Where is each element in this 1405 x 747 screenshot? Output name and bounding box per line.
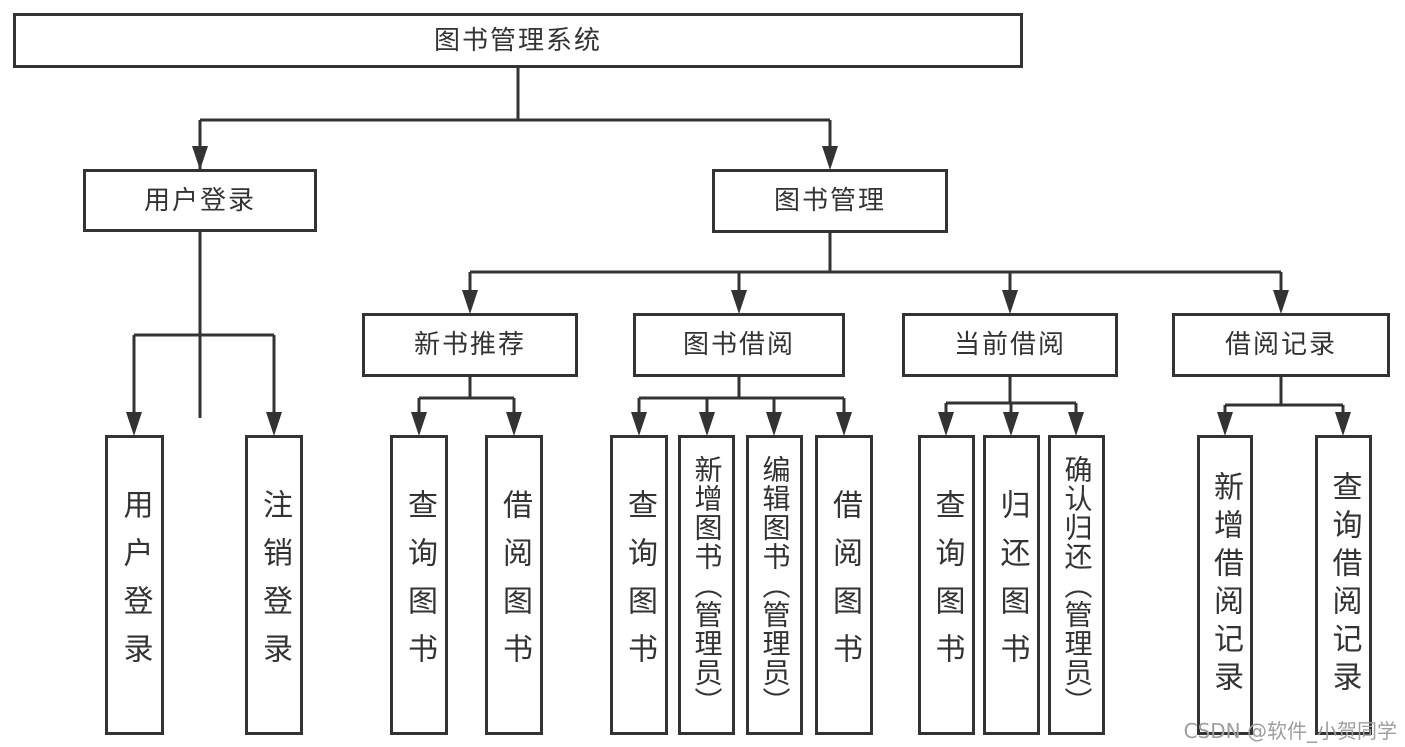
node-label: 借阅图书	[497, 489, 532, 681]
edge-userlogin-to-leaves	[132, 232, 276, 413]
node-label: 图书管理	[773, 186, 886, 216]
arrowhead	[126, 412, 142, 436]
node-label: 确认归还（管理员）	[1060, 454, 1094, 716]
arrowhead	[192, 146, 208, 170]
node-label: 编辑图书（管理员）	[758, 454, 792, 716]
node-label: 借阅记录	[1224, 330, 1337, 360]
node-label: 当前借阅	[953, 330, 1066, 360]
node-label: 查询图书	[622, 489, 657, 681]
arrowhead	[631, 412, 647, 436]
arrowhead	[731, 290, 747, 314]
arrowhead	[1002, 290, 1018, 314]
node-borrowing-records: 借阅记录	[1172, 313, 1390, 377]
arrowhead	[822, 146, 838, 170]
leaf-borrow-books: 借阅图书	[485, 435, 543, 735]
arrowhead	[1273, 290, 1289, 314]
node-label: 新书推荐	[413, 330, 526, 360]
arrowhead	[266, 412, 282, 436]
edge-bookmgmt-to-level3	[468, 233, 1283, 290]
leaf-query-books: 查询图书	[390, 435, 448, 735]
node-label: 查询图书	[402, 489, 437, 681]
leaf-return-books: 归还图书	[983, 435, 1040, 735]
leaf-add-books-admin: 新增图书（管理员）	[678, 435, 735, 735]
node-new-book-recommendation: 新书推荐	[362, 313, 578, 377]
node-label: 注销登录	[257, 489, 292, 681]
arrowhead	[462, 290, 478, 314]
arrowhead	[1068, 412, 1084, 436]
arrowhead	[1335, 412, 1351, 436]
node-label: 图书管理系统	[433, 25, 602, 56]
node-book-management: 图书管理	[712, 169, 948, 233]
leaf-confirm-return-admin: 确认归还（管理员）	[1048, 435, 1105, 735]
arrowhead	[506, 412, 522, 436]
arrowhead	[1217, 412, 1233, 436]
node-current-borrowing: 当前借阅	[902, 313, 1118, 377]
edge-bookborrow-to-leaves	[637, 377, 846, 413]
node-label: 用户登录	[117, 489, 153, 681]
leaf-user-login: 用户登录	[105, 435, 164, 735]
node-book-borrowing: 图书借阅	[633, 313, 845, 377]
node-library-management-system: 图书管理系统	[13, 13, 1023, 68]
node-label: 新增借阅记录	[1208, 471, 1243, 699]
node-label: 用户登录	[143, 185, 256, 216]
edge-newbook-to-leaves	[417, 377, 516, 413]
edge-borrowrec-to-leaves	[1223, 377, 1345, 413]
node-label: 图书借阅	[682, 330, 795, 360]
arrowhead	[411, 412, 427, 436]
node-user-login: 用户登录	[83, 169, 317, 232]
node-label: 新增图书（管理员）	[690, 454, 724, 716]
leaf-query-borrowing-record: 查询借阅记录	[1315, 435, 1372, 735]
leaf-query-books: 查询图书	[610, 435, 668, 735]
node-label: 查询借阅记录	[1326, 471, 1362, 699]
leaf-borrow-books: 借阅图书	[815, 435, 873, 735]
arrowhead	[766, 412, 782, 436]
edge-root-to-level2	[198, 68, 832, 418]
arrowhead	[938, 412, 954, 436]
node-label: 查询图书	[929, 489, 965, 681]
arrowheads	[126, 146, 1351, 436]
arrowhead	[699, 412, 715, 436]
leaf-logout-login: 注销登录	[245, 435, 303, 735]
leaf-add-borrowing-record: 新增借阅记录	[1197, 435, 1253, 735]
node-label: 归还图书	[994, 489, 1030, 681]
arrowhead	[1003, 412, 1019, 436]
arrowhead	[836, 412, 852, 436]
leaf-query-books: 查询图书	[918, 435, 975, 735]
edge-curborrow-to-leaves	[944, 377, 1078, 413]
node-label: 借阅图书	[827, 489, 862, 681]
leaf-edit-books-admin: 编辑图书（管理员）	[746, 435, 803, 735]
